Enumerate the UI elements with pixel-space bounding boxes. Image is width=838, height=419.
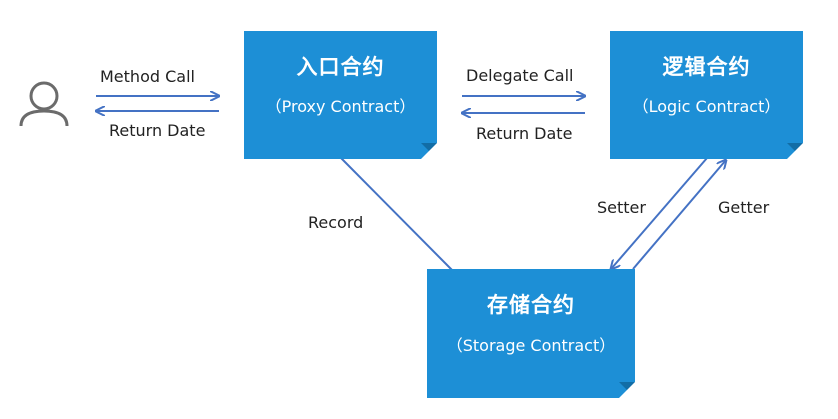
method-call-label: Method Call — [100, 67, 195, 86]
storage-contract-subtitle: （Storage Contract） — [446, 336, 616, 355]
storage-contract-title: 存储合约 — [487, 293, 575, 317]
setter-label: Setter — [597, 198, 646, 217]
page-fold-cut — [787, 143, 803, 159]
logic-contract-box: 逻辑合约 （Logic Contract） — [610, 31, 803, 159]
page-fold-cut — [421, 143, 437, 159]
logic-contract-title: 逻辑合约 — [662, 55, 751, 79]
record-label: Record — [308, 213, 364, 232]
getter-label: Getter — [718, 198, 770, 217]
page-fold-cut — [619, 382, 635, 398]
getter-arrow — [632, 160, 726, 270]
return-date-label-1: Return Date — [109, 121, 206, 140]
storage-contract-box: 存储合约 （Storage Contract） — [427, 269, 635, 398]
user-icon — [19, 81, 69, 127]
return-date-label-2: Return Date — [476, 124, 573, 143]
delegate-call-label: Delegate Call — [466, 66, 574, 85]
logic-contract-subtitle: （Logic Contract） — [632, 97, 781, 116]
record-line — [340, 157, 453, 271]
proxy-contract-box: 入口合约 （Proxy Contract） — [244, 31, 437, 159]
proxy-contract-subtitle: （Proxy Contract） — [265, 97, 416, 116]
setter-arrow — [611, 157, 708, 269]
proxy-contract-title: 入口合约 — [296, 55, 385, 79]
